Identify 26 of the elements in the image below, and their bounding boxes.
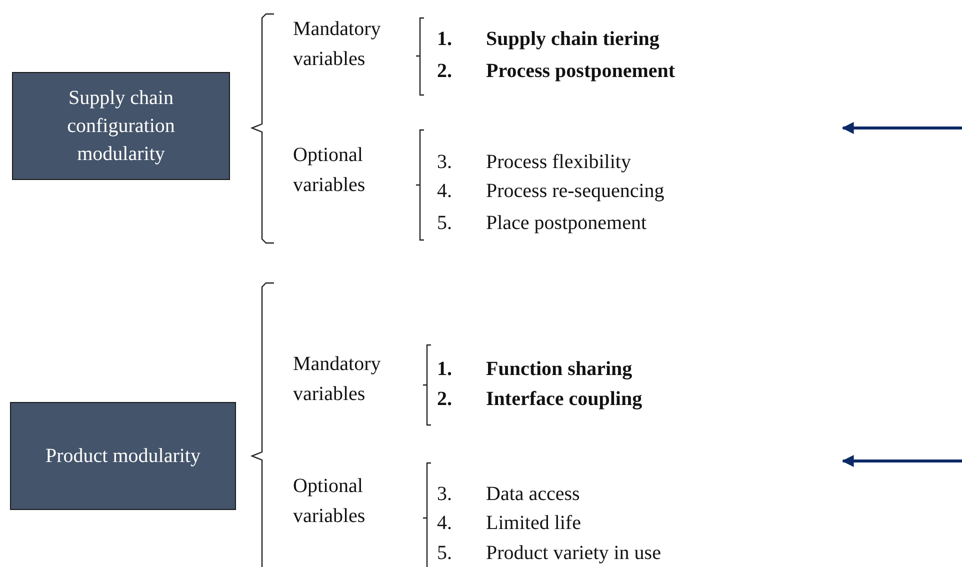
list-item: 2.: [437, 59, 453, 84]
variables-heading: Optional variables: [293, 474, 366, 529]
concept-box: Product modularity: [10, 402, 236, 510]
list-item: Function sharing: [486, 357, 634, 382]
list-item: Place postponement: [486, 211, 648, 236]
list-item: 3.: [437, 150, 453, 175]
list-item: 1.: [437, 357, 453, 382]
list-item: 2.: [437, 387, 453, 412]
concept-box: Supply chain configuration modularity: [12, 72, 230, 180]
list-item: 4.: [437, 179, 453, 204]
variables-heading: Optional variables: [293, 143, 366, 198]
variables-heading: Mandatory variables: [293, 352, 382, 407]
variables-heading: Mandatory variables: [293, 17, 382, 72]
list-item: Process re-sequencing: [486, 179, 666, 204]
list-item: Process flexibility: [486, 150, 632, 175]
list-item: 5.: [437, 211, 453, 236]
list-item: 3.: [437, 482, 453, 507]
list-item: Limited life: [486, 511, 582, 536]
list-item: Data access: [486, 482, 581, 507]
list-item: Product variety in use: [486, 541, 662, 566]
list-item: 4.: [437, 511, 453, 536]
list-item: Supply chain tiering: [486, 27, 660, 52]
list-item: Interface coupling: [486, 387, 644, 412]
list-item: 1.: [437, 27, 453, 52]
list-item: 5.: [437, 541, 453, 566]
list-item: Process postponement: [486, 59, 676, 84]
